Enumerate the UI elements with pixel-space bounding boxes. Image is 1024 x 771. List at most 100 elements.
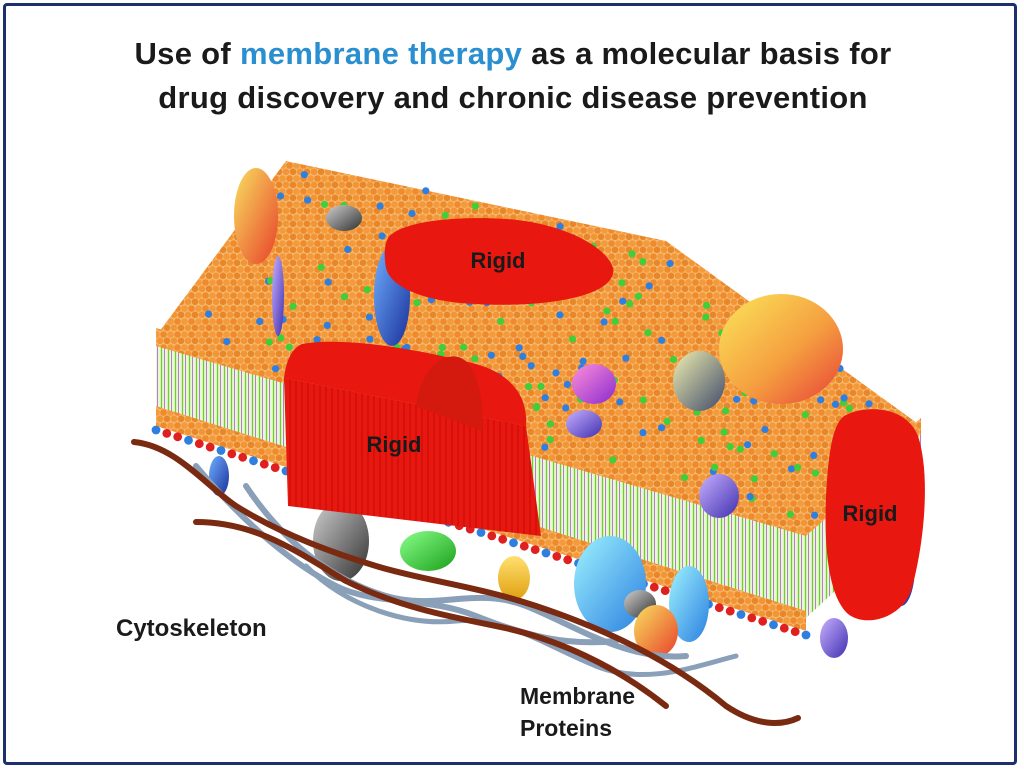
lipid-head-lower [541,548,551,558]
lipid-head-lower [270,463,280,472]
lipid-head [817,396,825,404]
protein-cyan [574,536,646,632]
lipid-head [527,362,535,370]
lipid-head [658,424,666,432]
lipid-head [744,441,752,449]
title-text-line2: drug discovery and chronic disease preve… [158,80,868,115]
lipid-head [770,450,778,458]
lipid-head [277,334,285,342]
lipid-head-lower [162,429,172,438]
lipid-head [761,425,769,434]
lipid-head [750,475,758,483]
lipid-head [618,279,626,287]
lipid-head [265,338,273,346]
lipid-head-lower [758,616,768,626]
lipid-head [845,404,854,412]
lipid-head [628,250,636,258]
rigid-domain-right: Rigid [825,409,925,621]
lipid-head [408,209,416,218]
lipid-head [272,365,280,373]
lipid-head [810,451,818,459]
lipid-head-lower [769,620,778,630]
lipid-head-lower [249,456,258,466]
lipid-head-lower [519,541,529,551]
protein-gray-small [326,205,362,231]
lipid-head [317,263,325,271]
lipid-head-lower [649,582,659,592]
protein-blue-right [699,474,739,518]
lipid-head [831,400,840,408]
lipid-head [556,311,564,319]
lipid-head [733,395,741,403]
lipid-head-lower [205,442,215,452]
protein-yellow-orange [234,168,278,264]
lipid-head-lower [487,531,497,541]
protein-orange-under [634,605,678,657]
protein-magenta [572,364,616,404]
lipid-head-lower [790,627,800,636]
protein-green [400,531,456,571]
lipid-head [634,292,642,300]
protein-gold [498,556,530,600]
lipid-head [619,297,627,305]
lipid-head [600,318,608,326]
lipid-head-lower [216,446,226,455]
lipid-head [223,338,231,346]
lipid-head [546,420,555,428]
lipid-head [313,336,321,344]
lipid-head [787,465,796,473]
lipid-head-lower [238,452,248,462]
rigid-domain-right-shape [825,409,925,621]
protein-purple-spike [272,256,284,336]
rigid-label-middle: Rigid [367,432,422,457]
lipid-head [622,354,630,362]
lipid-head [285,343,293,351]
lipid-head [603,307,611,315]
cytoskeleton-filament-brown-2 [193,519,669,709]
protein-cyan-2 [669,566,709,642]
cytoskeleton-filament-brown-1 [131,439,801,726]
lipid-head [666,259,674,268]
lipid-head [471,202,479,210]
lipid-head-lower [530,545,540,554]
lipid-head [746,493,754,501]
cytoskeleton-label: Cytoskeleton [116,615,267,642]
lipid-head-lower [801,630,811,640]
figure-title: Use of membrane therapy as a molecular b… [6,32,1014,120]
lipid-head [541,394,549,402]
lipid-head [568,335,577,343]
lipid-head [840,394,848,402]
lipid-head-lower [151,425,161,435]
lipid-head [525,383,533,391]
title-text-start: Use of [134,36,240,71]
lipid-head-lower [173,432,183,442]
lipid-head-lower [660,586,670,595]
lipid-head [579,357,587,365]
lipid-head-lower [779,623,789,633]
lipid-head [720,428,728,436]
lipid-head [750,397,758,405]
membrane-diagram: Rigid Rigid Rigid Cytoskeleton Membrane … [116,161,925,741]
lipid-head [639,258,647,266]
lipid-head-lower [736,610,746,619]
lipid-head [736,445,744,453]
title-text-line1-end: as a molecular basis for [522,36,892,71]
lipid-head [722,407,730,415]
lipid-head-lower [184,435,193,445]
lipid-head [300,171,308,179]
lipid-head [786,510,795,518]
lipid-head [460,343,468,351]
lipid-head [663,417,671,425]
lipid-head-lower [259,459,269,469]
lipid-head [645,282,653,290]
lipid-head [324,278,332,286]
lipid-head [552,369,560,377]
cytoskeleton-network [131,439,801,726]
lipid-head-lower [194,439,204,449]
lipid-head [865,400,873,408]
membrane-proteins-label-line2: Proteins [520,715,612,741]
lipid-head-lower [714,603,724,613]
lipid-head [669,355,678,363]
lipid-head [702,313,710,321]
rigid-domain-top-shape [384,218,614,305]
